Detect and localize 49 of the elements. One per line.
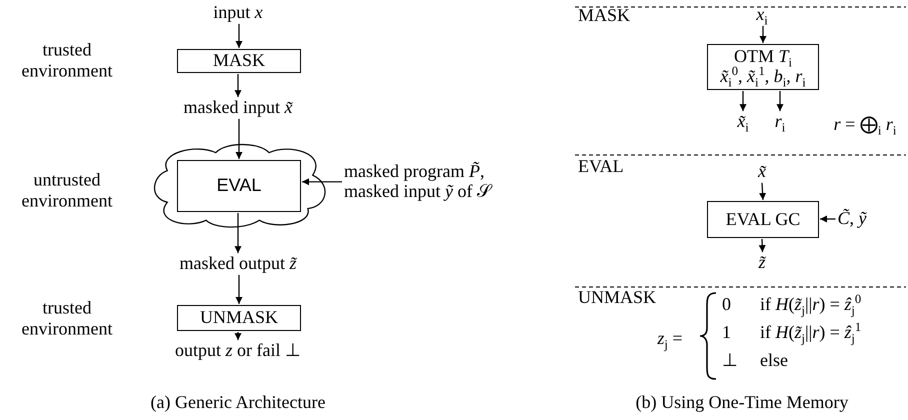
box-label: x̃$_{i}$$^{0}$, x̃$_{i}$$^{1}$, b$_{i}$, r$_{i}$ — [720, 67, 806, 87]
caption: (a) Generic Architecture — [150, 393, 326, 413]
process-box — [177, 305, 301, 331]
formula: else — [760, 351, 788, 371]
box-label: OTM T$_{i}$ — [734, 47, 792, 67]
arrow — [759, 182, 766, 200]
arrow — [760, 26, 766, 43]
section-title: UNMASK — [578, 288, 656, 308]
arrow — [236, 118, 242, 159]
box-label: EVAL GC — [726, 210, 800, 230]
arrow — [740, 91, 746, 112]
text-label: masked input x̃ — [184, 98, 292, 118]
formula: r = ⨁$_{i}$ r$_{i}$ — [834, 115, 896, 135]
process-box — [707, 201, 819, 238]
arrow — [234, 332, 242, 340]
arrow — [820, 216, 836, 222]
process-box — [177, 160, 301, 212]
box-label: EVAL — [216, 176, 262, 196]
arrow — [234, 213, 242, 254]
caption: (b) Using One-Time Memory — [636, 393, 848, 413]
text-label: x̃$_{i}$ — [737, 112, 749, 132]
formula: 1 — [722, 323, 731, 343]
box-label: MASK — [212, 51, 265, 71]
process-box — [177, 49, 301, 73]
text-label: C̃, ỹ — [838, 209, 866, 229]
section-title: MASK — [578, 6, 630, 26]
text-label: x$_{i}$ — [756, 5, 768, 25]
text-label: z̃ — [758, 253, 766, 273]
formula: ⊥ — [722, 351, 738, 371]
text-label: masked program P̃, masked input ỹ of 𝒮 — [344, 162, 504, 202]
arrow — [758, 238, 766, 252]
text-label: masked output z̃ — [180, 254, 296, 274]
formula: 0 — [722, 295, 731, 315]
arrow — [236, 24, 242, 48]
box-label: UNMASK — [200, 308, 278, 328]
formula: z$_{j}$ = — [657, 329, 683, 349]
text-label: x̃ — [758, 162, 766, 182]
environment-label: trusted environment — [20, 297, 114, 339]
section-title: EVAL — [578, 157, 624, 177]
environment-label: trusted environment — [20, 39, 114, 81]
environment-label: untrusted environment — [20, 169, 114, 211]
arrow — [776, 91, 784, 112]
arrow — [302, 178, 342, 186]
process-box — [707, 44, 819, 90]
text-label: output z or fail ⊥ — [175, 341, 301, 361]
arrow — [234, 74, 242, 98]
arrow — [236, 274, 242, 304]
text-label: input x — [213, 3, 263, 23]
text-label: r$_{i}$ — [774, 112, 786, 132]
